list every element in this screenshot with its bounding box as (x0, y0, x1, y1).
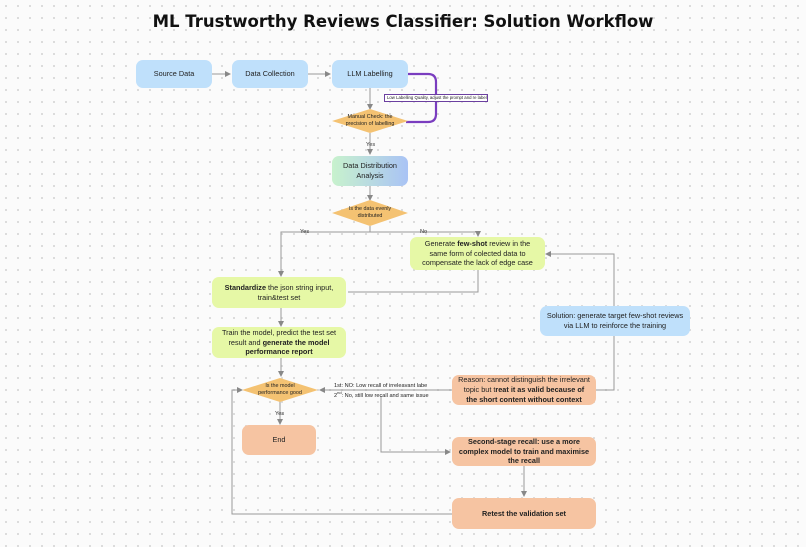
arrow-performance-to-second-stage (380, 396, 451, 455)
attempt-first: 1st: NO: Low recall of irreleavant labe (334, 383, 428, 389)
few-shot-node: Generate few-shot review in the same for… (410, 237, 545, 270)
retest-node: Retest the validation set (452, 498, 596, 529)
few-shot-text-pre: Generate (424, 238, 458, 248)
data-collection-node: Data Collection (232, 60, 308, 88)
attempt-second-rest: : No, still low recall and same issue (341, 392, 429, 399)
performance-yes-label: Yes (275, 411, 285, 417)
end-node: End (242, 425, 316, 455)
manual-check-diamond (332, 109, 408, 133)
solution-label: Solution: generate target few-shot revie… (546, 311, 684, 330)
standardize-text-post: the json string input, train&test set (257, 282, 334, 302)
reason-text: Reason: cannot distinguish the irrelevan… (458, 375, 590, 405)
few-shot-text: Generate few-shot review in the same for… (416, 239, 539, 269)
standardize-text-bold: Standardize (224, 282, 266, 292)
solution-node: Solution: generate target few-shot revie… (540, 306, 690, 336)
reason-text-bold: reat it as valid because of the short co… (466, 385, 585, 404)
data-collection-label: Data Collection (245, 69, 295, 79)
evenly-distributed-label: Is the data evenly distributed (348, 206, 392, 219)
evenly-yes-label: Yes (300, 229, 310, 235)
source-data-label: Source Data (153, 69, 195, 79)
attempts-note: 1st: NO: Low recall of irreleavant labe … (334, 382, 429, 400)
train-model-text-pre: Train the model, predict the test set re… (221, 327, 337, 347)
performance-label: Is the model performance good (258, 383, 302, 396)
arrow-evenly-yes (278, 226, 371, 277)
arrow-reason-to-solution (596, 336, 615, 391)
arrow-fewshot-to-standardize (348, 270, 479, 293)
second-stage-node: Second-stage recall: use a more complex … (452, 437, 596, 466)
manual-check-yes-label: Yes (366, 142, 376, 148)
arrow-solution-to-fewshot (545, 251, 615, 306)
llm-labelling-node: LLM Labelling (332, 60, 408, 88)
attempt-second-sup: nd (337, 390, 342, 396)
retest-label: Retest the validation set (482, 508, 566, 518)
evenly-distributed-diamond (332, 200, 408, 226)
standardize-node: Standardize the json string input, train… (212, 277, 346, 308)
standardize-text: Standardize the json string input, train… (218, 283, 340, 303)
attempt-second: 2nd: No, still low recall and same issue (334, 390, 429, 400)
evenly-no-label: No (420, 229, 428, 235)
reason-node: Reason: cannot distinguish the irrelevan… (452, 375, 596, 405)
manual-check-label: Manual Check: the precision of labelling (345, 114, 395, 127)
second-stage-label: Second-stage recall: use a more complex … (458, 436, 590, 466)
performance-diamond (242, 378, 318, 402)
attempt-second-prefix: 2 (334, 392, 338, 399)
train-model-text-bold: generate the model performance report (245, 337, 330, 357)
train-model-text: Train the model, predict the test set re… (218, 328, 340, 358)
source-data-node: Source Data (136, 60, 212, 88)
few-shot-text-bold: few-shot (457, 238, 488, 248)
llm-labelling-label: LLM Labelling (347, 69, 393, 79)
train-model-node: Train the model, predict the test set re… (212, 327, 346, 358)
arrow-evenly-no (370, 231, 481, 237)
few-shot-text-post: review in the same form of colected data… (422, 238, 533, 268)
distribution-analysis-label: Data Distribution Analysis (343, 161, 397, 180)
reason-text-pre: Reason: cannot distinguish the irrelevan… (458, 375, 590, 395)
distribution-analysis-node: Data Distribution Analysis (332, 156, 408, 186)
arrow-retest-to-performance (231, 387, 452, 515)
relabel-note: Low Labelling Quality, adjust the prompt… (384, 94, 488, 102)
page-title: ML Trustworthy Reviews Classifier: Solut… (152, 12, 654, 31)
end-label: End (272, 435, 286, 445)
